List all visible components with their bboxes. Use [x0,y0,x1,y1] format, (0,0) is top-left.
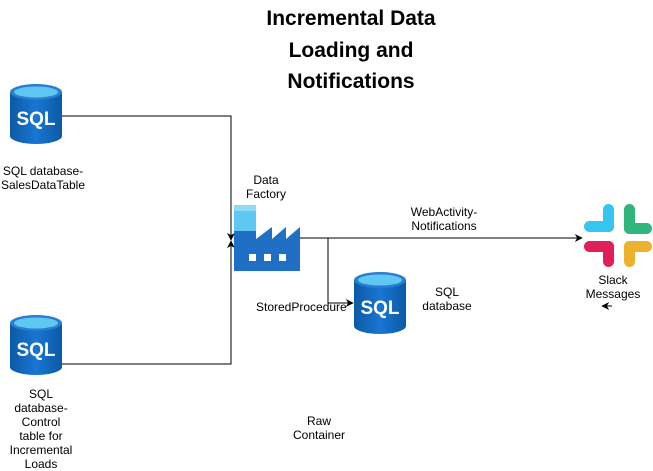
slack-icon[interactable] [584,204,652,267]
sql-control-label: SQL database- Control table for Incremen… [9,387,73,471]
sql-icon-text: SQL [16,109,55,130]
sql-database-icon[interactable]: SQL [354,272,406,334]
data-factory-label: Data Factory [245,173,286,201]
connectors [62,115,612,365]
sql-database-icon[interactable]: SQL [10,315,62,375]
edge-control-to-factory[interactable] [62,240,235,365]
sql-icon-text: SQL [16,340,55,361]
data-factory-icon[interactable] [234,205,300,271]
storedprocedure-edge-label: StoredProcedure [256,300,347,314]
edge-factory-to-sql-target[interactable] [327,238,354,307]
diagram-title: Incremental Data Loading and Notificatio… [266,7,436,93]
sql-sales-label: SQL database- SalesDataTable [0,164,86,192]
raw-container-label: Raw Container [292,414,346,442]
sql-target-label: SQL database [422,285,472,313]
edge-sales-to-factory[interactable] [62,115,235,241]
sql-icon-text: SQL [360,298,399,319]
webactivity-edge-label: WebActivity- Notifications [410,205,478,233]
sql-database-icon[interactable]: SQL [10,84,62,144]
slack-label: Slack Messages [585,273,641,301]
